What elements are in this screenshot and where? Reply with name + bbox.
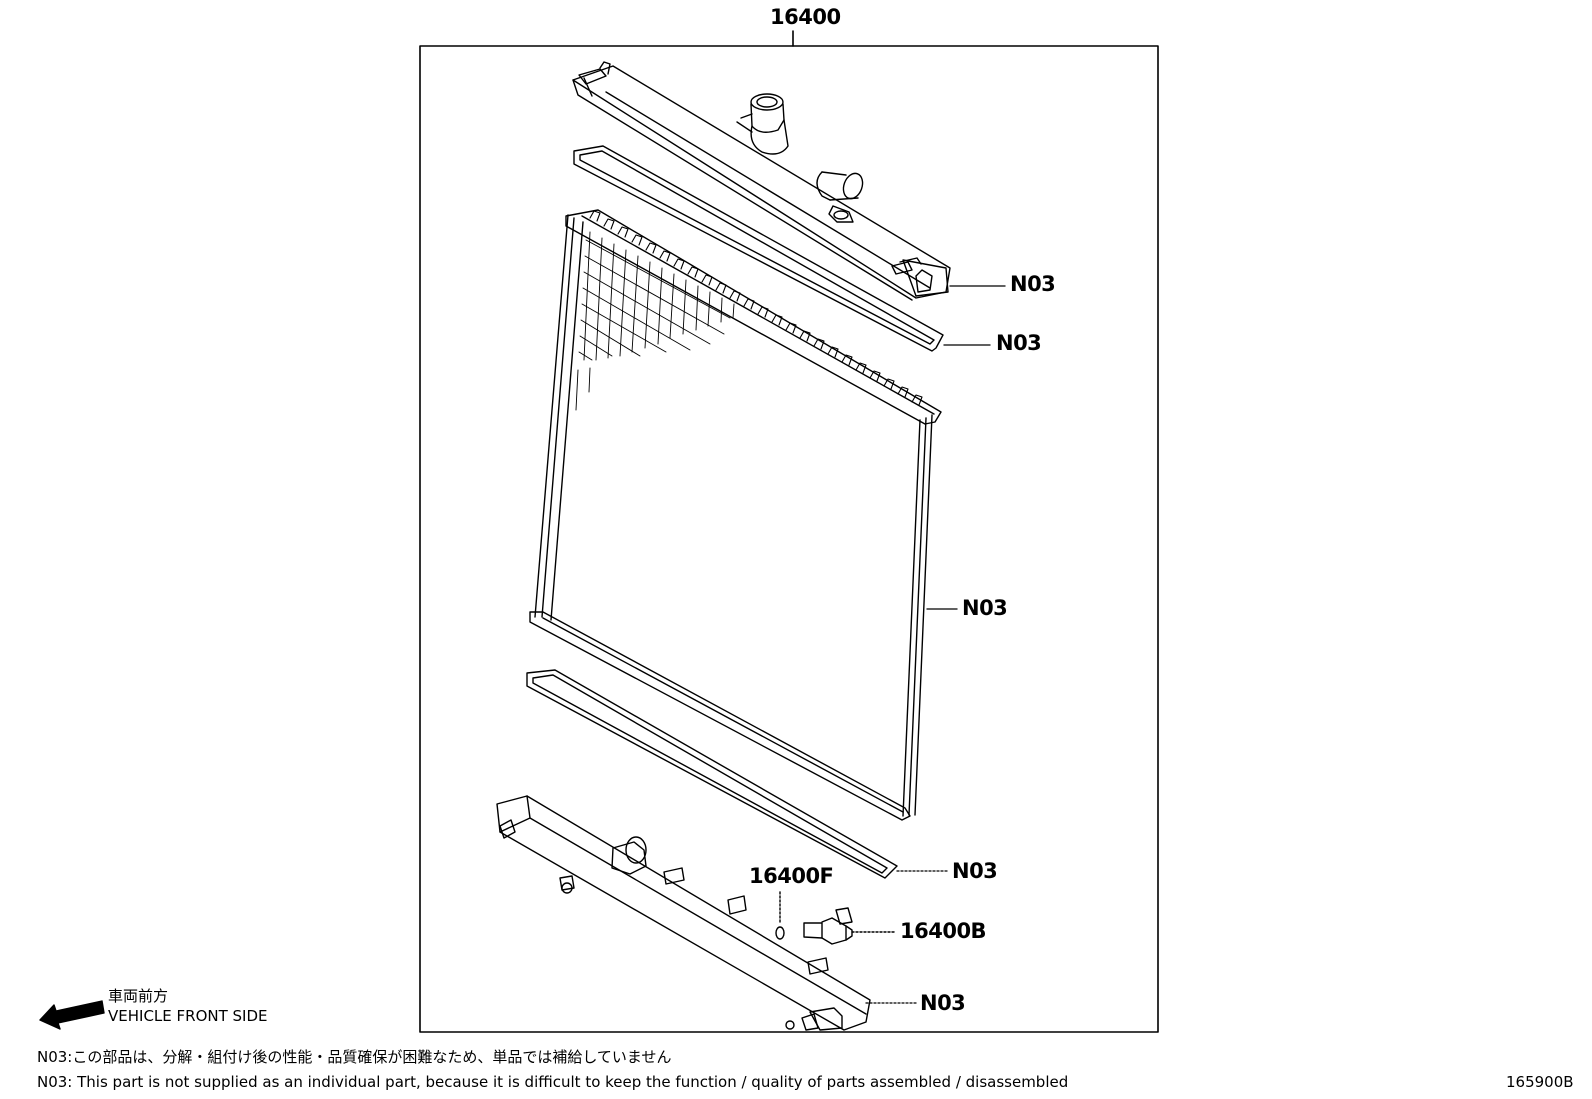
- callout-lower-gasket[interactable]: N03: [952, 859, 998, 883]
- lower-gasket: [526, 669, 898, 879]
- callout-o-ring[interactable]: 16400F: [749, 864, 834, 888]
- leader-lines: [865, 285, 1006, 1004]
- o-ring: [775, 891, 785, 940]
- callout-upper-gasket[interactable]: N03: [996, 331, 1042, 355]
- lower-tank: [496, 795, 871, 1031]
- drain-cock: [803, 907, 895, 945]
- direction-label-en: VEHICLE FRONT SIDE: [108, 1007, 268, 1025]
- callout-lower-tank[interactable]: N03: [920, 991, 966, 1015]
- callout-upper-tank[interactable]: N03: [1010, 272, 1056, 296]
- illustration-id: 165900B: [1506, 1073, 1574, 1091]
- upper-gasket: [573, 145, 944, 352]
- front-arrow-icon: [39, 1000, 105, 1030]
- assembly-frame: [419, 30, 1159, 1033]
- upper-tank: [572, 61, 951, 301]
- footnote-ja: N03:この部品は、分解・組付け後の性能・品質確保が困難なため、単品では補給して…: [37, 1048, 672, 1066]
- direction-label-ja: 車両前方: [108, 987, 169, 1005]
- footnote-en: N03: This part is not supplied as an ind…: [37, 1073, 1069, 1091]
- radiator-core: [529, 209, 942, 821]
- callout-drain-cock[interactable]: 16400B: [900, 919, 987, 943]
- assembly-number-label[interactable]: 16400: [770, 5, 841, 29]
- callout-core[interactable]: N03: [962, 596, 1008, 620]
